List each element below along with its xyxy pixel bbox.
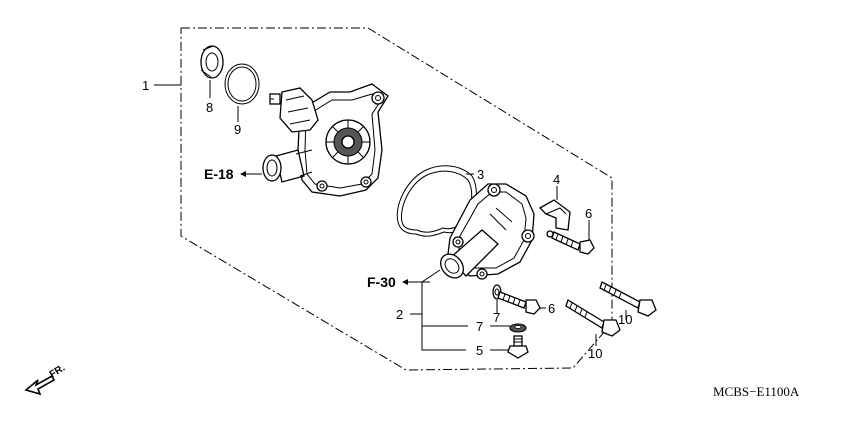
bolt-6-lower bbox=[497, 291, 541, 315]
long-bolt-10-upper bbox=[599, 281, 657, 317]
callout-9: 9 bbox=[234, 122, 241, 137]
callout-2: 2 bbox=[396, 307, 403, 322]
reference-e18: E-18 bbox=[204, 166, 234, 182]
callout-10-upper: 10 bbox=[618, 312, 632, 327]
callout-7-lower: 7 bbox=[476, 319, 483, 334]
drain-bolt-5 bbox=[507, 335, 529, 359]
callout-8: 8 bbox=[206, 100, 213, 115]
oil-seal-8 bbox=[200, 45, 224, 79]
callout-1: 1 bbox=[142, 78, 149, 93]
callout-6-upper: 6 bbox=[585, 206, 592, 221]
front-direction-arrow-icon: FR. bbox=[24, 363, 67, 396]
callout-10-lower: 10 bbox=[588, 346, 602, 361]
o-ring-9 bbox=[224, 63, 260, 105]
bolt-6-upper bbox=[546, 230, 595, 255]
water-pump-cover-2 bbox=[440, 183, 535, 280]
drawing-code: MCBS−E1100A bbox=[713, 384, 800, 399]
callout-7-upper: 7 bbox=[493, 310, 500, 325]
water-pump-body bbox=[262, 83, 389, 197]
assembly-1-boundary bbox=[180, 27, 613, 371]
bracket-4 bbox=[538, 199, 571, 231]
washer-7-lower bbox=[509, 323, 527, 333]
leader-lines bbox=[154, 80, 627, 351]
callout-3: 3 bbox=[477, 167, 484, 182]
callout-4: 4 bbox=[553, 172, 560, 187]
long-bolt-10-lower bbox=[565, 299, 621, 337]
callout-6-lower: 6 bbox=[548, 301, 555, 316]
callout-5: 5 bbox=[476, 343, 483, 358]
reference-f30: F-30 bbox=[367, 274, 396, 290]
